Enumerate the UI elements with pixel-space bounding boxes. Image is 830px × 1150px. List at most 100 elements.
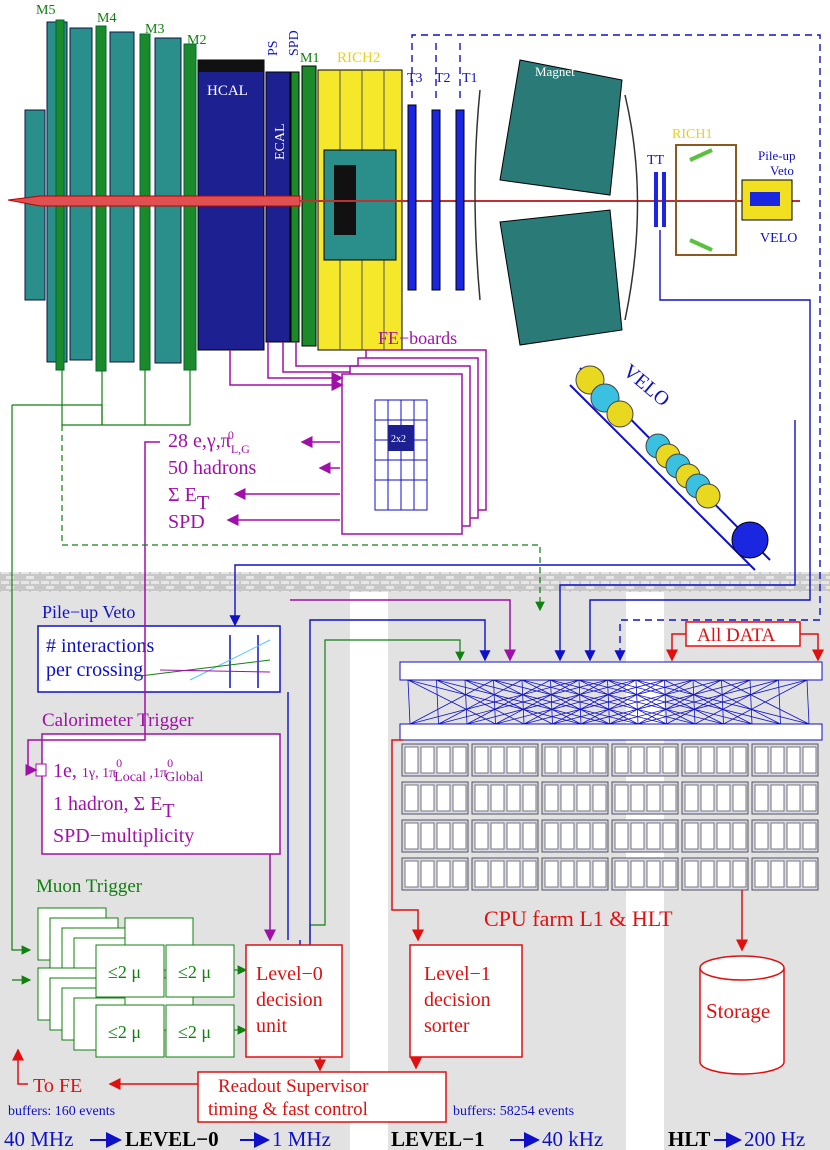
cpu-node [544,784,559,812]
muon-station-m2 [183,43,197,371]
fe-output-egamma: 28 e,γ,πL,G0 [168,428,250,456]
cpu-node [732,784,747,812]
cpu-node [420,860,435,888]
cpu-node [614,860,629,888]
pileup-line2: per crossing [46,659,143,681]
mesh-link [552,679,637,725]
mesh-link [409,679,580,725]
cpu-node [700,822,715,850]
tt-station [662,172,666,227]
cpu-node [506,746,521,774]
mesh-link [552,679,722,725]
cpu-node [506,822,521,850]
label-pileup-veto: Pile-up Veto [758,148,799,178]
label-velo: VELO [760,231,797,246]
fe-board-front [341,373,463,535]
calo-line1-local: Local [114,770,146,785]
cpu-node [544,860,559,888]
calo-title: Calorimeter Trigger [42,710,194,731]
cpu-node [786,784,801,812]
label-t1: T1 [462,71,478,86]
cpu-node [630,860,645,888]
ps-spd [290,71,300,343]
cpu-node [786,822,801,850]
pileup-title: Pile−up Veto [42,602,135,622]
cpu-node [474,860,489,888]
cpu-node [436,860,451,888]
cpu-node [630,784,645,812]
rate-1mhz: 1 MHz [272,1127,331,1150]
cpu-node [614,822,629,850]
fe-output-hadrons: 50 hadrons [168,457,257,479]
rate-200hz: 200 Hz [744,1127,805,1150]
tt-station [654,172,658,227]
fe-output-egamma-sup: 0 [228,428,234,442]
tracker-t2 [431,109,441,291]
farm-network-mesh [407,679,810,725]
fe-cluster-2x2 [388,425,414,451]
cpu-node [576,784,591,812]
shielding-wall [0,572,830,592]
mesh-link [723,679,808,725]
cpu-node [802,822,817,850]
cpu-farm-label: CPU farm L1 & HLT [484,906,673,931]
calo-line1-sup2: 0 [167,756,173,770]
fe-output-sumet: Σ ET [168,484,209,514]
cpu-node [592,746,607,774]
mesh-link [438,679,523,725]
cpu-node [544,822,559,850]
fe-output-arrows [144,436,340,560]
calo-line1-sup1: 0 [116,756,122,770]
cpu-node [474,746,489,774]
cpu-node [452,784,467,812]
label-rich2: RICH2 [337,50,380,66]
storage-cylinder [699,968,785,1075]
magnet-coil-outline [474,89,481,301]
fe-output-egamma-sub: L,G [231,442,250,456]
ecal [265,71,291,343]
cpu-node [684,860,699,888]
cpu-node [732,860,747,888]
readout-box [197,1071,447,1123]
cpu-node [716,822,731,850]
cpu-node [452,822,467,850]
cpu-node [592,822,607,850]
cpu-node [786,860,801,888]
label-m5: M5 [36,3,55,18]
cpu-node [716,746,731,774]
muon-proc-board [95,944,165,998]
label-pileup-line1: Pile-up [758,148,796,163]
velo-cutaway: VELO [569,360,771,571]
level0-box [245,944,343,1058]
farm-racks [401,743,819,891]
farm-switch-top [399,661,823,681]
velo-sensor [606,400,634,428]
cpu-node [404,784,419,812]
muon-cell-2: ≤2 μ [178,962,211,982]
fe-boards-title: FE−boards [378,328,457,348]
cpu-node [490,746,505,774]
label-magnet: Magnet [535,64,575,79]
cpu-node [754,860,769,888]
detector [7,19,800,372]
rate-level0: LEVEL−0 [125,1127,219,1150]
mesh-link [637,679,808,725]
mesh-link [806,679,810,725]
muon-title: Muon Trigger [36,876,143,897]
pileup-line1: # interactions [46,635,155,657]
cpu-node [576,860,591,888]
buffers-l1: buffers: 58254 events [453,1104,574,1119]
muon-cell-4: ≤2 μ [178,1022,211,1042]
mesh-link [495,679,665,725]
level0-line3: unit [256,1015,288,1037]
muon-slab [69,27,93,361]
all-data-box [685,621,801,647]
pileup-box [37,625,281,693]
cpu-node [684,822,699,850]
magnet-lower [499,209,623,346]
cpu-node [754,746,769,774]
mesh-link [637,679,722,725]
storage-cylinder-top [699,955,785,981]
